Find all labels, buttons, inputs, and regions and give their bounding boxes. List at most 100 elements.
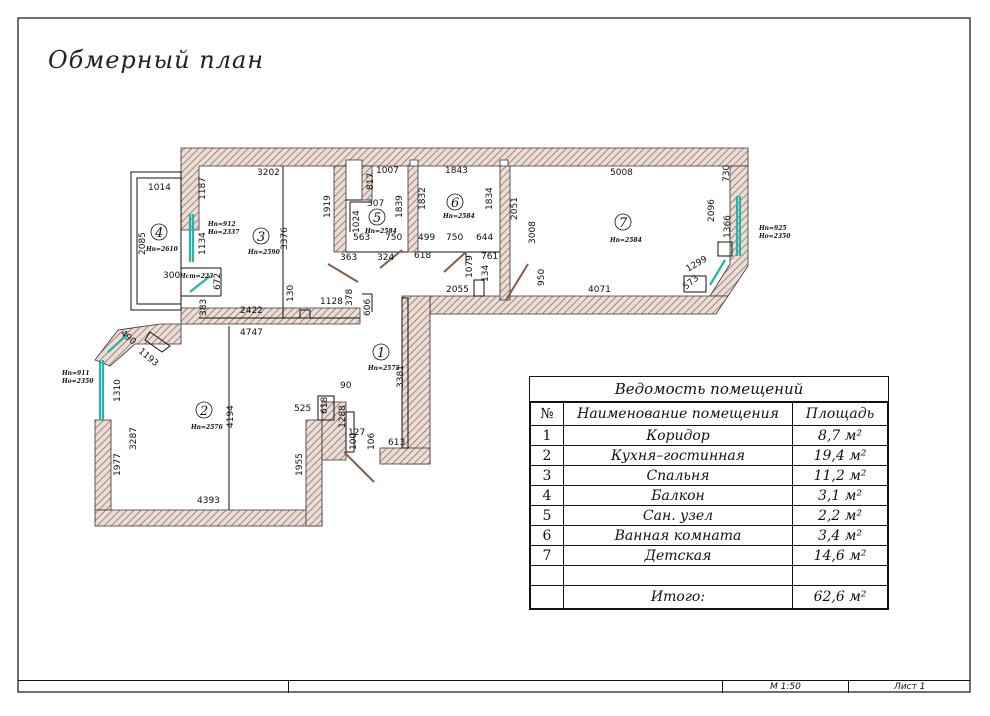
window-ho: Но=2350: [758, 233, 791, 240]
dim: 3287: [129, 427, 139, 450]
row-num: 1: [530, 425, 564, 446]
dim: 3008: [528, 221, 538, 244]
dim: 5008: [610, 168, 633, 178]
row-num: 6: [530, 525, 564, 546]
dim: 90: [340, 381, 352, 391]
row-area: 2,2 м²: [792, 505, 888, 526]
title-block: М 1:50 Лист 1: [18, 680, 970, 693]
page-title: Обмерный план: [48, 46, 265, 74]
dim: 1024: [352, 210, 362, 233]
table-row-empty: [530, 565, 888, 586]
dim: 1977: [113, 453, 123, 476]
row-area: 8,7 м²: [792, 425, 888, 446]
dim: 817: [366, 173, 376, 190]
dim: 1193: [136, 347, 160, 369]
row-num: [530, 565, 564, 586]
row-num: 2: [530, 445, 564, 466]
dim: 644: [476, 233, 493, 243]
dim: 1843: [445, 166, 468, 176]
dim: 618: [414, 251, 431, 261]
window-hp: Нп=912: [207, 221, 236, 228]
window-heights: Нп=912 Но=2337 Нп=925 Но=2350 Нп=911 Но=…: [61, 221, 791, 385]
dim: 4747: [240, 328, 263, 338]
dim: 106: [367, 433, 377, 450]
room-height: Нп=2575: [367, 365, 400, 372]
dim: 307: [367, 199, 384, 209]
dim: 1832: [418, 187, 428, 210]
room-height: Нп=2590: [247, 249, 281, 256]
table-row: 2 Кухня–гостинная 19,4 м²: [530, 445, 888, 466]
dim: 525: [294, 404, 311, 414]
dim: 4393: [197, 496, 220, 506]
dim: 130: [286, 285, 296, 302]
total-area: 62,6 м²: [792, 585, 888, 609]
table-row: 3 Спальня 11,2 м²: [530, 465, 888, 486]
dim: 618: [320, 397, 330, 414]
dim: 1839: [395, 195, 405, 218]
room-table: № Наименование помещения Площадь 1 Корид…: [530, 402, 888, 609]
sheet-label: Лист 1: [894, 682, 926, 692]
dim: 613: [388, 438, 405, 448]
room-number: 5: [373, 211, 381, 226]
dim: 950: [537, 269, 547, 286]
table-row: 1 Коридор 8,7 м²: [530, 425, 888, 446]
room-number: 1: [377, 346, 385, 361]
table-caption: Ведомость помещений: [530, 377, 888, 402]
inner-lines: [130, 166, 733, 510]
row-num: 7: [530, 545, 564, 566]
window-ho: Но=2337: [207, 229, 240, 236]
dim: 1007: [376, 166, 399, 176]
dim: 2055: [446, 285, 469, 295]
row-name: Сан. узел: [563, 505, 793, 526]
row-area: [792, 565, 888, 586]
window-ho: Но=2350: [61, 378, 94, 385]
dim: 4194: [226, 405, 236, 428]
dim: 2096: [707, 199, 717, 222]
room-height: Нп=2610: [145, 246, 179, 253]
dim: 499: [418, 233, 435, 243]
dim: 363: [340, 253, 357, 263]
room-height: Нп=2584: [364, 228, 397, 235]
room-height: Нп=2576: [190, 424, 224, 431]
row-area: 3,1 м²: [792, 485, 888, 506]
total-num: [530, 585, 564, 609]
row-area: 19,4 м²: [792, 445, 888, 466]
row-area: 3,4 м²: [792, 525, 888, 546]
stamp-divider: [848, 681, 849, 693]
dim: 2085: [138, 232, 148, 255]
row-area: 11,2 м²: [792, 465, 888, 486]
dim: 324: [377, 253, 394, 263]
table-total-row: Итого: 62,6 м²: [530, 585, 888, 609]
scale-label: М 1:50: [770, 682, 801, 692]
row-num: 5: [530, 505, 564, 526]
row-name: Балкон: [563, 485, 793, 506]
doors: [327, 249, 529, 483]
dim: 1079: [465, 255, 475, 278]
stamp-divider: [288, 681, 289, 693]
table-header-row: № Наименование помещения Площадь: [530, 402, 888, 426]
dim: 378: [345, 289, 355, 306]
dim: 761: [481, 252, 498, 262]
dim: 1288: [338, 405, 348, 428]
dim: 1014: [148, 183, 171, 193]
stamp-divider: [722, 681, 723, 693]
room-height: Нп=2584: [442, 213, 475, 220]
table-row: 7 Детская 14,6 м²: [530, 545, 888, 566]
room-number: 3: [257, 230, 265, 245]
row-name: Кухня–гостинная: [563, 445, 793, 466]
dim: 606: [363, 299, 373, 316]
row-num: 4: [530, 485, 564, 506]
room-number: 6: [451, 196, 459, 211]
total-label: Итого:: [563, 585, 793, 609]
window-hp: Нп=911: [61, 370, 90, 377]
dim: 1834: [485, 187, 495, 210]
dim: 134: [481, 265, 491, 282]
dim: 3381: [396, 365, 406, 388]
dim: 1299: [685, 254, 710, 274]
table-row: 5 Сан. узел 2,2 м²: [530, 505, 888, 526]
row-name: Коридор: [563, 425, 793, 446]
dim: 730: [722, 165, 732, 182]
row-name: Детская: [563, 545, 793, 566]
room-schedule-table: Ведомость помещений № Наименование помещ…: [529, 376, 889, 610]
